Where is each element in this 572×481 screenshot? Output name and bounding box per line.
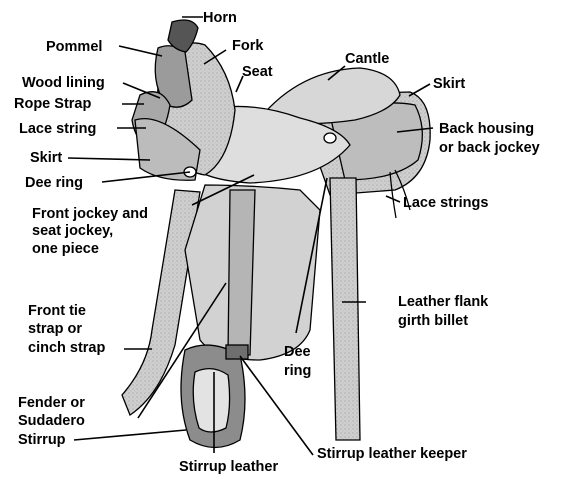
saddle-illustration xyxy=(122,20,430,448)
label-back-housing-1: Back housing xyxy=(439,121,534,137)
label-stirrup-keeper: Stirrup leather keeper xyxy=(317,446,467,462)
label-fender-1: Fender or xyxy=(18,395,85,411)
label-wood-lining: Wood lining xyxy=(22,75,105,91)
rear-dee-ring xyxy=(324,133,336,143)
stirrup-leather xyxy=(228,190,255,355)
label-horn: Horn xyxy=(203,10,237,26)
label-front-jockey-2: seat jockey, xyxy=(32,223,113,239)
label-cantle: Cantle xyxy=(345,51,389,67)
label-pommel: Pommel xyxy=(46,39,102,55)
label-skirt-top: Skirt xyxy=(433,76,465,92)
label-front-tie-2: strap or xyxy=(28,321,82,337)
label-rope-strap: Rope Strap xyxy=(14,96,91,112)
label-back-housing-2: or back jockey xyxy=(439,140,540,156)
label-dee-ring-center-2: ring xyxy=(284,363,311,379)
label-dee-ring-left: Dee ring xyxy=(25,175,83,191)
label-fender-2: Sudadero xyxy=(18,413,85,429)
label-front-jockey-3: one piece xyxy=(32,241,99,257)
label-stirrup: Stirrup xyxy=(18,432,66,448)
label-leather-flank-2: girth billet xyxy=(398,313,468,329)
label-lace-string: Lace string xyxy=(19,121,96,137)
label-lace-strings: Lace strings xyxy=(403,195,488,211)
label-front-jockey-1: Front jockey and xyxy=(32,206,148,222)
label-stirrup-leather: Stirrup leather xyxy=(179,459,278,475)
label-fork: Fork xyxy=(232,38,264,54)
label-front-tie-1: Front tie xyxy=(28,303,86,319)
label-front-tie-3: cinch strap xyxy=(28,340,105,356)
label-seat: Seat xyxy=(242,64,273,80)
stirrup-keeper xyxy=(226,345,248,359)
label-dee-ring-center-1: Dee xyxy=(284,344,311,360)
flank-billet xyxy=(330,178,360,440)
stirrup-inner xyxy=(193,369,229,432)
label-leather-flank-1: Leather flank xyxy=(398,294,489,310)
label-skirt-left: Skirt xyxy=(30,150,62,166)
